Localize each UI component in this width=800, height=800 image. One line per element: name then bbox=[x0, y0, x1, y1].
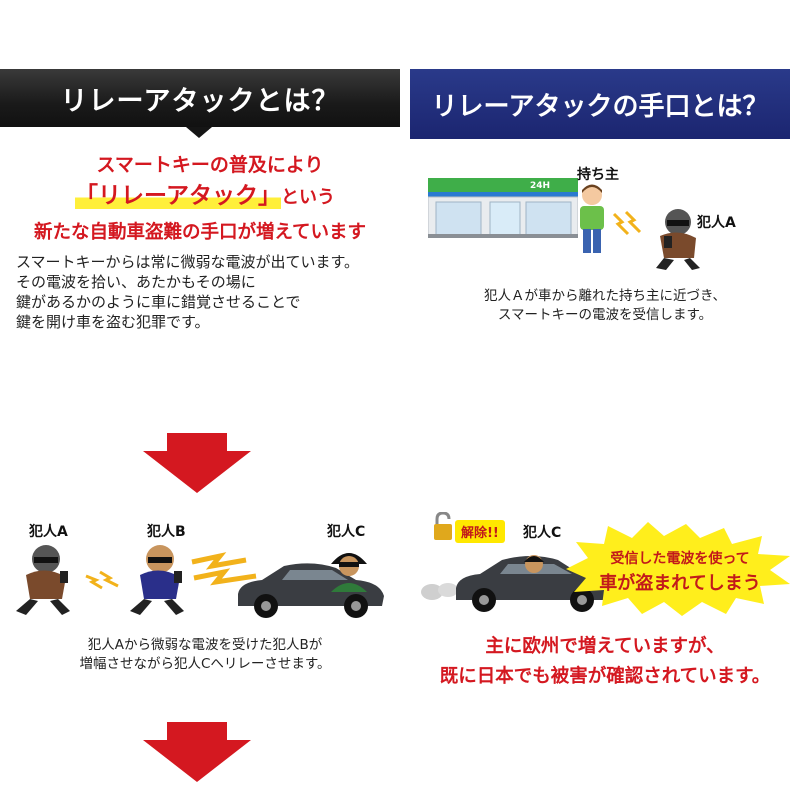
down-arrow-icon bbox=[143, 433, 251, 493]
criminal-a-label: 犯人A bbox=[29, 524, 68, 540]
car-icon bbox=[238, 563, 384, 618]
owner-label: 持ち主 bbox=[577, 167, 619, 183]
intro-highlight: 「リレーアタック」 bbox=[74, 183, 282, 209]
intro-line-2: 「リレーアタック」という bbox=[55, 176, 355, 210]
warning-line-1: 主に欧州で増えていますが、 bbox=[485, 636, 725, 657]
criminal-a-icon bbox=[656, 209, 700, 270]
description: スマートキーからは常に微弱な電波が出ています。 その電波を拾い、あたかもその場に… bbox=[16, 252, 396, 332]
signal-wave-icon bbox=[612, 210, 642, 236]
criminal-a-icon bbox=[16, 545, 70, 615]
caption-line: 犯人Aから微弱な電波を受けた犯人Bが bbox=[87, 637, 323, 653]
criminal-b-icon bbox=[130, 545, 184, 615]
owner-person-icon bbox=[580, 184, 604, 253]
unlock-badge: 解除!! bbox=[455, 520, 505, 543]
down-arrow-icon bbox=[143, 722, 251, 782]
intro-line-1: スマートキーの普及により bbox=[96, 154, 324, 176]
description-line: 鍵があるかのように車に錯覚させることで bbox=[16, 293, 301, 311]
step1-caption: 犯人Ａが車から離れた持ち主に近づき、 スマートキーの電波を受信します。 bbox=[420, 287, 790, 325]
step2-caption: 犯人Aから微弱な電波を受けた犯人Bが 増幅させながら犯人Cへリレーさせます。 bbox=[20, 636, 390, 674]
left-header-pointer bbox=[186, 127, 212, 138]
criminal-c-icon bbox=[331, 553, 367, 592]
criminal-b-label: 犯人B bbox=[147, 524, 186, 540]
warning-line-2: 既に日本でも被害が確認されています。 bbox=[439, 666, 771, 687]
store-sign: 24H bbox=[530, 181, 551, 191]
description-line: スマートキーからは常に微弱な電波が出ています。 bbox=[16, 253, 360, 271]
burst-callout-shape bbox=[566, 522, 790, 616]
burst-line-1: 受信した電波を使って bbox=[610, 551, 750, 567]
criminal-c-label: 犯人C bbox=[327, 524, 366, 540]
left-header-banner: リレーアタックとは？ bbox=[0, 69, 400, 127]
intro-line-2-suffix: という bbox=[281, 187, 336, 208]
right-header-banner: リレーアタックの手口とは？ bbox=[410, 69, 790, 139]
description-line: その電波を拾い、あたかもその場に bbox=[16, 273, 256, 291]
unlocked-padlock-icon bbox=[434, 512, 452, 540]
exhaust-smoke-icon bbox=[421, 583, 458, 600]
intro-line-3: 新たな自動車盗難の手口が増えています bbox=[33, 222, 367, 243]
car-driving-icon bbox=[456, 555, 612, 612]
right-header-title: リレーアタックの手口とは？ bbox=[431, 91, 769, 122]
signal-wave-icon bbox=[85, 570, 119, 590]
burst-line-2: 車が盗まれてしまう bbox=[599, 573, 761, 594]
criminal-c-label-step3: 犯人C bbox=[523, 525, 562, 541]
description-line: 鍵を開け車を盗む犯罪です。 bbox=[16, 313, 210, 331]
left-header-title: リレーアタックとは？ bbox=[60, 85, 340, 117]
convenience-store-illustration bbox=[428, 178, 578, 238]
caption-line: 増幅させながら犯人Cへリレーさせます。 bbox=[79, 656, 331, 672]
amplified-signal-icon bbox=[191, 552, 257, 586]
criminal-a-label-step1: 犯人A bbox=[697, 215, 736, 231]
caption-line: 犯人Ａが車から離れた持ち主に近づき、 bbox=[483, 288, 727, 304]
caption-line: スマートキーの電波を受信します。 bbox=[497, 307, 713, 323]
